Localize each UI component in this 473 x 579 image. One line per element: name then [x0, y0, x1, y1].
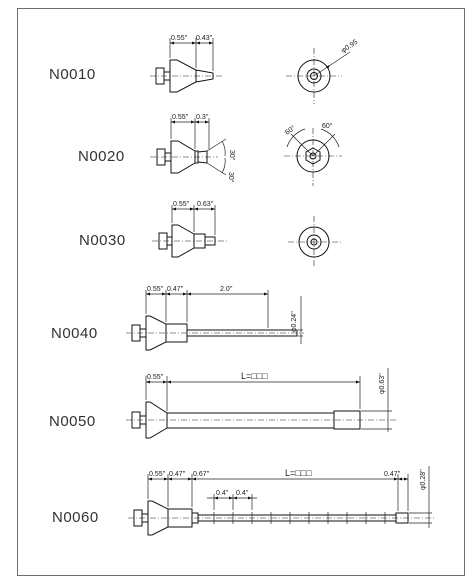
- dim-n0040-3: 2.0'': [220, 286, 232, 293]
- part-n0050-side-view: 0.55'' L=□□□ φ0.63'': [126, 368, 398, 439]
- dim-n0030-1: 0.55'': [173, 201, 189, 208]
- part-n0040-side-view: 0.55'' 0.47'' 2.0'' φ0.24'': [126, 286, 304, 351]
- angle-n0020-end-2: 60°: [322, 122, 333, 130]
- dim-n0030-2: 0.63'': [197, 201, 213, 208]
- part-n0060-side-view: 0.55'' 0.47'' 0.67'' L=□□□ 0.47'' 0.4'' …: [128, 466, 436, 536]
- length-n0060: L=□□□: [285, 468, 312, 478]
- hole-marks-n0060: [213, 512, 386, 524]
- part-label-n0040: N0040: [51, 325, 98, 342]
- dim-n0060-end: 0.47'': [384, 471, 400, 478]
- drawing-frame: [17, 8, 465, 576]
- part-n0010-end-view: φ0.95: [286, 39, 359, 104]
- part-n0010-side-view: 0.55'' 0.43'': [150, 35, 222, 93]
- dim-n0060-2: 0.47'': [169, 471, 185, 478]
- dim-n0040-1: 0.55'': [147, 286, 163, 293]
- dim-n0010-2: 0.43'': [196, 35, 212, 42]
- angle-n0020-1: 30°: [228, 150, 236, 161]
- part-n0030-end-view: [288, 216, 342, 268]
- dim-n0060-pitch-2: 0.4'': [236, 490, 248, 497]
- part-n0020-end-view: 60° 60°: [284, 122, 342, 186]
- dia-n0040: φ0.24'': [291, 311, 298, 332]
- part-label-n0020: N0020: [78, 148, 125, 165]
- part-label-n0010: N0010: [49, 66, 96, 83]
- part-label-n0060: N0060: [52, 509, 99, 526]
- dim-n0050-1: 0.55'': [147, 374, 163, 381]
- dim-n0020-2: 0.3'': [196, 114, 208, 121]
- dim-n0020-1: 0.55'': [172, 114, 188, 121]
- dim-n0010-1: 0.55'': [171, 35, 187, 42]
- angle-n0020-2: 30°: [227, 172, 235, 183]
- length-n0050: L=□□□: [241, 371, 268, 381]
- dim-n0060-pitch-1: 0.4'': [216, 490, 228, 497]
- dia-n0060: φ0.28'': [420, 469, 427, 490]
- part-label-n0030: N0030: [79, 232, 126, 249]
- part-label-n0050: N0050: [49, 413, 96, 430]
- dim-n0060-3: 0.67'': [193, 471, 209, 478]
- part-n0020-side-view: 0.55'' 0.3'' 30° 30°: [150, 114, 236, 183]
- dim-n0060-1: 0.55'': [149, 471, 165, 478]
- part-n0030-side-view: 0.55'' 0.63'': [152, 201, 228, 258]
- dia-n0050: φ0.63'': [379, 373, 386, 394]
- dim-n0040-2: 0.47'': [167, 286, 183, 293]
